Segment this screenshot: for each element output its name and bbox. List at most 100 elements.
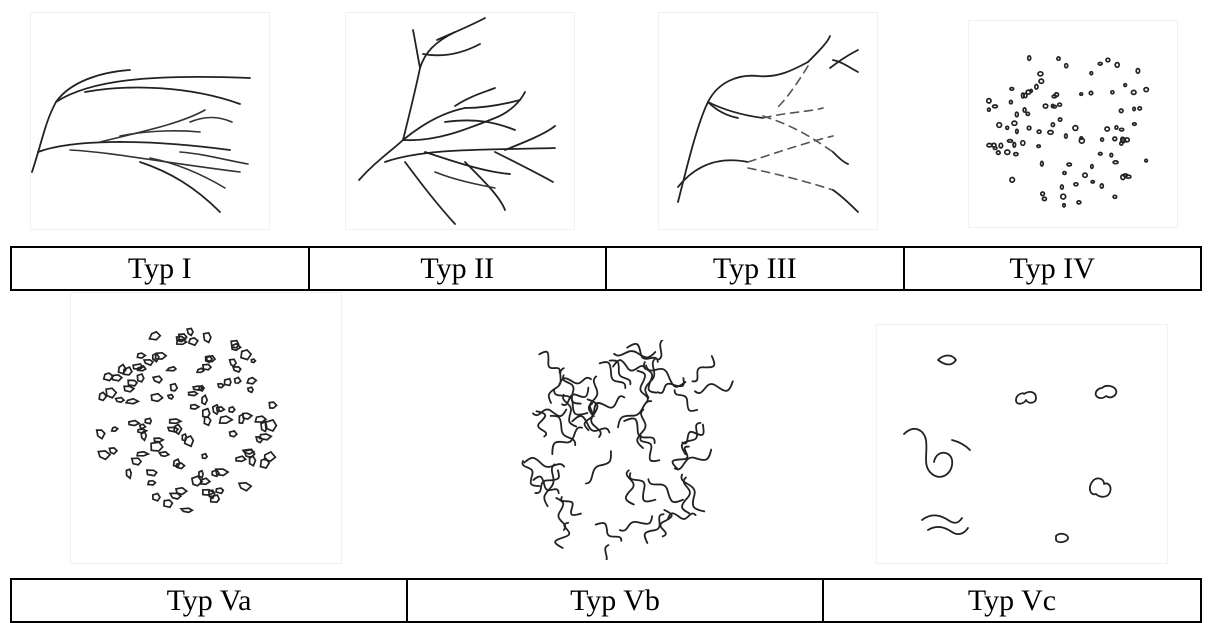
dot-mark	[1065, 134, 1068, 138]
dot-mark	[1065, 64, 1068, 68]
irregular-dot-mark	[176, 488, 187, 495]
irregular-dot-mark	[203, 409, 210, 418]
loop-mark	[594, 396, 625, 414]
dot-mark	[1005, 150, 1010, 154]
dot-mark	[1026, 112, 1029, 115]
dot-mark	[1074, 183, 1078, 186]
dot-mark	[1043, 104, 1047, 108]
dot-mark	[1067, 163, 1071, 166]
irregular-dot-mark	[204, 417, 210, 425]
interrupted-branching-lines-figure	[658, 12, 878, 230]
irregular-dot-mark	[144, 360, 153, 365]
irregular-dot-mark	[251, 359, 255, 362]
irregular-dots-figure	[70, 292, 342, 564]
irregular-dot-mark	[182, 434, 186, 441]
dot-mark	[1144, 88, 1148, 92]
irregular-dot-mark	[128, 380, 137, 386]
irregular-dot-mark	[137, 353, 145, 358]
dot-mark	[1120, 128, 1124, 131]
dot-mark	[1028, 56, 1031, 60]
irregular-dot-mark	[239, 414, 244, 423]
irregular-dot-mark	[247, 378, 256, 384]
loop-mark	[648, 479, 683, 502]
loop-mark	[586, 451, 611, 483]
irregular-dot-mark	[170, 419, 181, 423]
irregular-dot-mark	[217, 407, 225, 412]
irregular-dot-mark	[202, 454, 207, 459]
dot-mark	[1106, 58, 1110, 62]
irregular-dot-mark	[124, 386, 134, 392]
irregular-dot-mark	[241, 350, 251, 360]
loop-mark	[624, 418, 654, 443]
loop-mark	[692, 356, 714, 381]
dot-mark	[1145, 159, 1148, 162]
irregular-dot-mark	[119, 365, 127, 374]
loop-mark	[645, 514, 664, 543]
irregular-dot-mark	[235, 377, 241, 383]
irregular-dot-mark	[181, 508, 192, 512]
irregular-dot-mark	[243, 449, 254, 454]
dot-mark	[1115, 126, 1118, 129]
dot-mark	[1091, 181, 1094, 183]
dot-mark	[1111, 91, 1114, 94]
irregular-dot-mark	[187, 329, 193, 336]
irregular-dot-mark	[213, 405, 219, 414]
irregular-dot-mark	[239, 483, 251, 491]
dot-mark	[1113, 137, 1117, 141]
dot-mark	[1010, 178, 1015, 183]
dot-mark	[993, 105, 998, 108]
irregular-dot-mark	[167, 367, 176, 371]
dot-mark	[987, 99, 991, 103]
loop-mark	[672, 447, 688, 470]
irregular-dot-mark	[248, 387, 253, 392]
dot-mark	[1091, 165, 1093, 169]
irregular-dot-mark	[138, 429, 147, 433]
irregular-dot-mark	[129, 421, 139, 426]
dot-mark	[1039, 79, 1044, 83]
dot-mark	[1035, 85, 1038, 90]
dot-mark	[1131, 90, 1136, 94]
irregular-dot-mark	[218, 384, 224, 388]
irregular-dot-mark	[150, 332, 161, 340]
dot-mark	[1023, 108, 1026, 112]
irregular-dot-mark	[132, 458, 141, 465]
typ-iii-drawing	[658, 12, 878, 230]
loop-mark	[556, 498, 565, 530]
typ-vc-drawing	[876, 324, 1168, 564]
irregular-dot-mark	[137, 452, 148, 456]
irregular-dot-mark	[191, 405, 199, 410]
irregular-dot-mark	[153, 376, 162, 383]
loop-mark	[618, 401, 651, 427]
irregular-dot-mark	[99, 392, 106, 400]
dot-mark	[1063, 204, 1065, 207]
dot-mark	[1041, 192, 1045, 196]
irregular-dot-mark	[203, 364, 211, 369]
irregular-dot-mark	[168, 395, 173, 399]
loop-mark	[522, 461, 539, 486]
dot-mark	[1077, 201, 1081, 204]
label-typ-vb: Typ Vb	[407, 579, 823, 622]
label-typ-va: Typ Va	[11, 579, 407, 622]
dot-mark	[1037, 130, 1041, 133]
irregular-dot-mark	[151, 394, 162, 402]
loop-mark	[620, 516, 652, 531]
irregular-dot-mark	[236, 456, 246, 461]
loop-mark	[552, 427, 582, 454]
label-typ-iii: Typ III	[606, 247, 904, 290]
dense-tortuous-loops-figure	[470, 340, 770, 560]
dot-mark	[1041, 161, 1044, 166]
dot-mark	[1089, 91, 1092, 94]
irregular-dot-mark	[148, 481, 156, 485]
loop-mark	[614, 351, 655, 357]
dot-mark	[1037, 145, 1040, 147]
typ-iv-drawing	[968, 20, 1178, 228]
dot-mark	[1012, 121, 1017, 125]
dot-mark	[1008, 140, 1013, 143]
dot-mark	[1090, 72, 1093, 75]
irregular-dot-mark	[154, 438, 163, 442]
irregular-dot-mark	[126, 399, 138, 404]
dot-mark	[1022, 93, 1025, 98]
label-typ-vc: Typ Vc	[823, 579, 1201, 622]
dot-mark	[1124, 84, 1127, 87]
dot-mark	[1058, 103, 1062, 106]
